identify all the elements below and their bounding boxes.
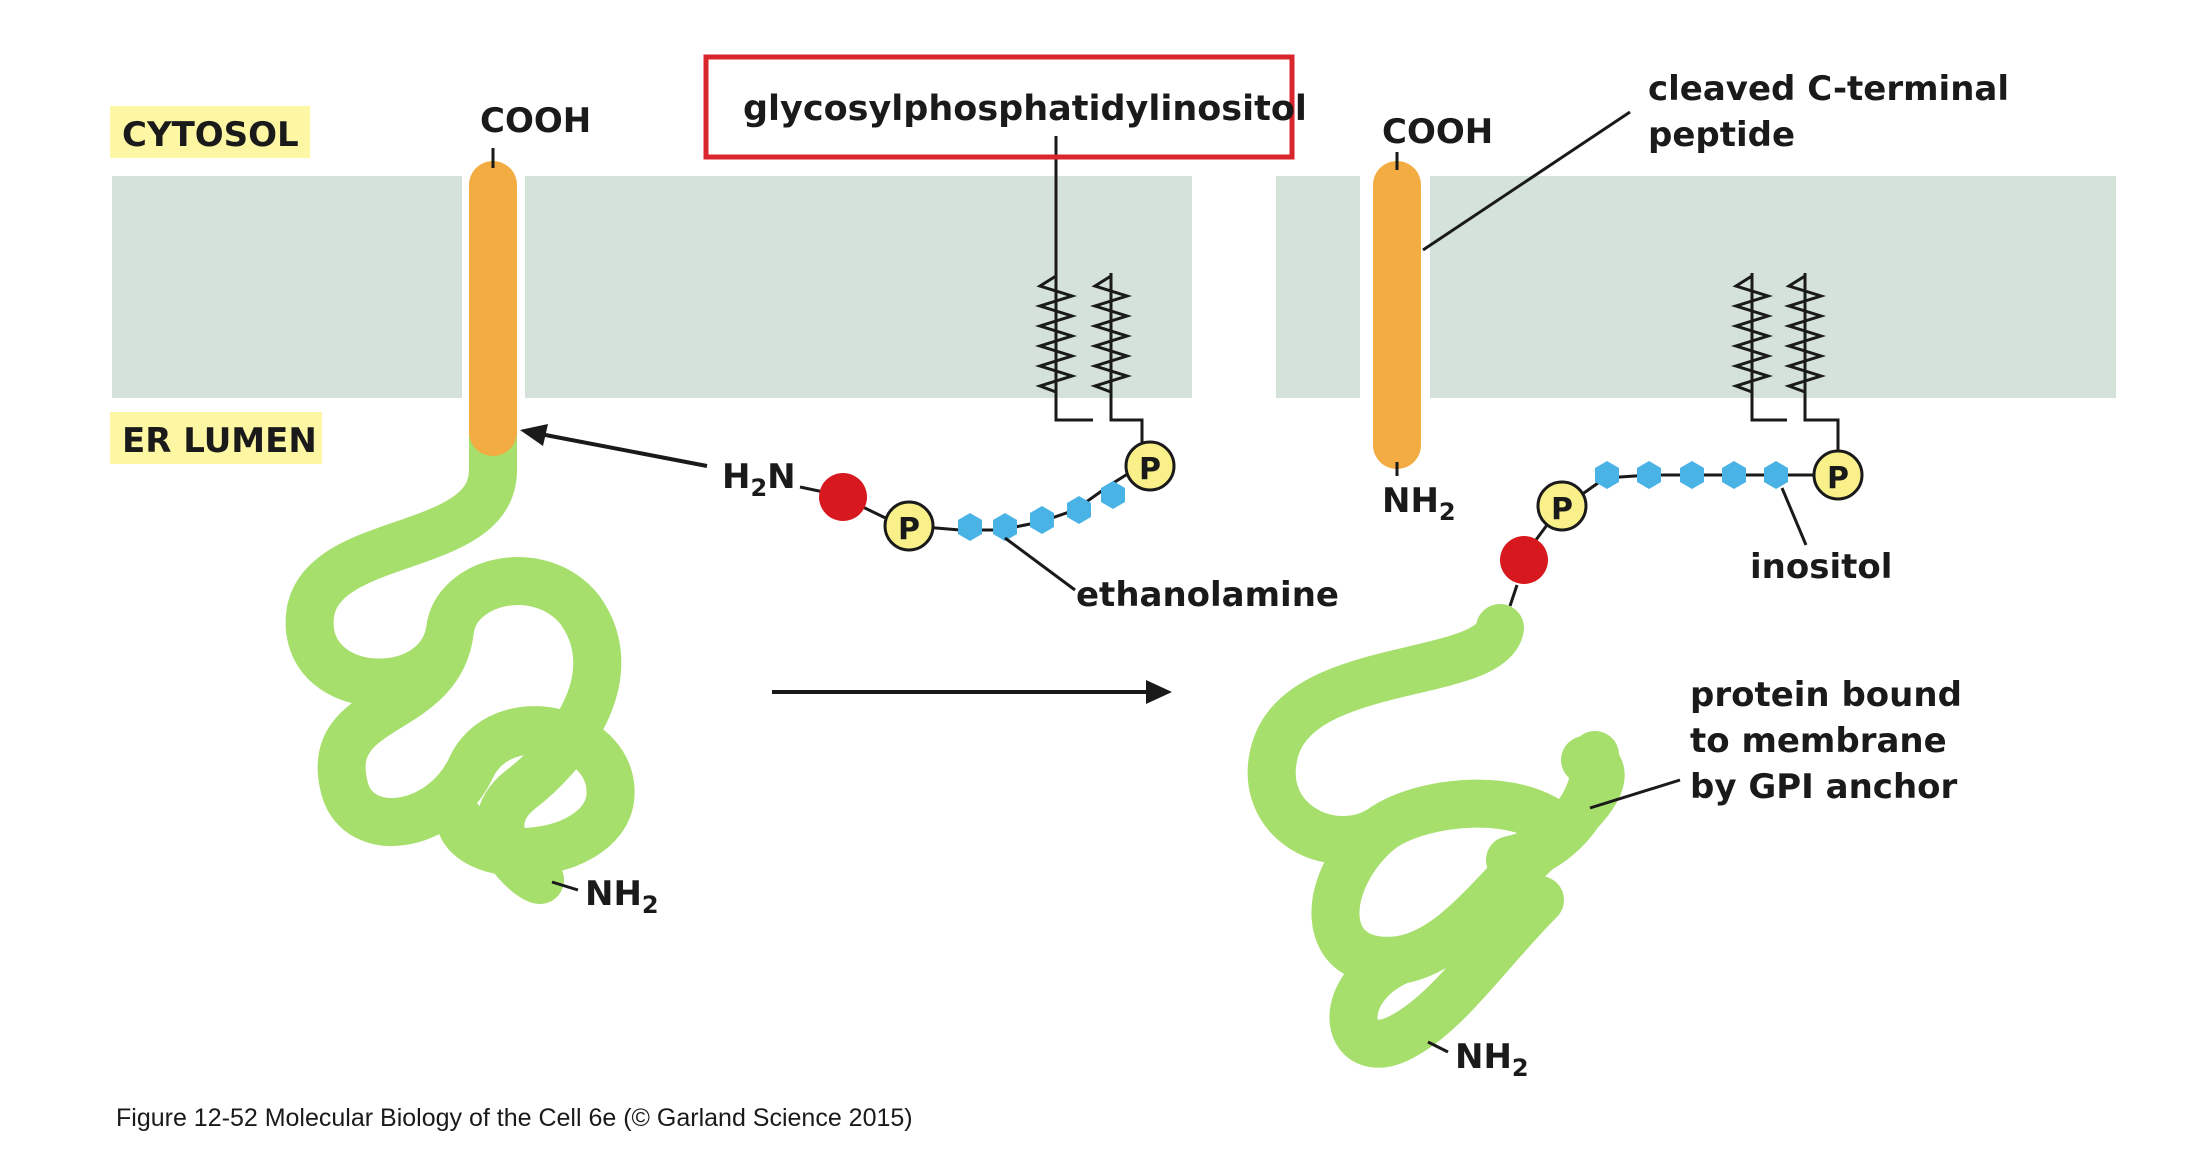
bound-label-line3: by GPI anchor (1690, 767, 1958, 807)
ethanolamine-leader (1004, 536, 1076, 592)
bound-label-line2: to membrane (1690, 721, 1947, 761)
sugar (958, 513, 982, 541)
membrane-left-segment-a (112, 176, 462, 398)
sugar (1680, 461, 1704, 489)
phosphate-right (1124, 440, 1176, 492)
anchored-protein (1247, 584, 1625, 1068)
nh2-bottom-label: NH2 (1455, 1037, 1529, 1082)
membrane-right-segment-b (1430, 176, 2116, 398)
membrane-right (1276, 176, 2116, 398)
gpi-label: glycosylphosphatidylinositol (743, 89, 1307, 129)
anchor-phosphate-right (1812, 449, 1864, 501)
phosphate-left (883, 500, 935, 552)
cleaved-label-line1: cleaved C-terminal (1648, 69, 2009, 109)
inositol-leader (1780, 487, 1808, 546)
gpi-precursor: P P (799, 136, 1176, 592)
cooh-right-label: COOH (1382, 112, 1493, 152)
membrane-left-segment-b (525, 176, 1192, 398)
sugar (1722, 461, 1746, 489)
attachment-arrow (520, 424, 708, 468)
anchor-lipid-tail-2 (1783, 274, 1827, 394)
figure-caption: Figure 12-52 Molecular Biology of the Ce… (116, 1104, 913, 1132)
membrane-right-segment-a (1276, 176, 1360, 398)
ethanolamine-dot (819, 473, 867, 521)
glycan-chain-left (958, 481, 1125, 541)
nh2-bottom-leader (1427, 1040, 1449, 1054)
anchor-lipid-tail-1 (1730, 274, 1774, 394)
gpi-anchor: P P (1500, 273, 1864, 584)
glycan-chain-right (1595, 461, 1788, 489)
anchor-ethanolamine-dot (1500, 536, 1548, 584)
reaction-arrow (772, 680, 1172, 704)
lipid-tail-2 (1089, 274, 1133, 394)
anchor-phosphate-right-label: P (1827, 461, 1849, 496)
sugar (1764, 461, 1788, 489)
bound-label-line1: protein bound (1690, 675, 1962, 715)
er-lumen-tag: ER LUMEN (110, 412, 322, 464)
gpi-highlight-box: glycosylphosphatidylinositol (703, 54, 1307, 160)
cleaved-label-line2: peptide (1648, 115, 1795, 155)
lipid-tail-1 (1034, 274, 1078, 394)
anchor-phosphate-left-label: P (1551, 492, 1573, 527)
cooh-left-label: COOH (480, 101, 591, 141)
sugar (1030, 506, 1054, 534)
phosphate-left-label: P (898, 512, 920, 547)
precursor-protein (285, 148, 635, 904)
sugar (993, 513, 1017, 541)
nh2-left-leader (551, 880, 579, 892)
cytosol-label: CYTOSOL (122, 115, 299, 155)
bound-protein-leader (1589, 778, 1681, 810)
h2n-label: H2N (722, 457, 796, 502)
inositol-label: inositol (1750, 547, 1892, 587)
sugar (1101, 481, 1125, 509)
cleaved-peptide-leader (1422, 110, 1631, 252)
cytosol-tag: CYTOSOL (110, 106, 310, 158)
nh2-cleaved-label: NH2 (1382, 481, 1456, 526)
sugar (1637, 461, 1661, 489)
ethanolamine-label: ethanolamine (1076, 575, 1339, 615)
precursor-protein-body (285, 406, 635, 904)
sugar (1595, 461, 1619, 489)
nh2-left-label: NH2 (585, 874, 659, 919)
phosphate-right-label: P (1139, 452, 1161, 487)
sugar (1067, 496, 1091, 524)
er-lumen-label: ER LUMEN (122, 421, 317, 461)
membrane-left (112, 176, 1192, 398)
anchor-phosphate-left (1536, 480, 1588, 532)
